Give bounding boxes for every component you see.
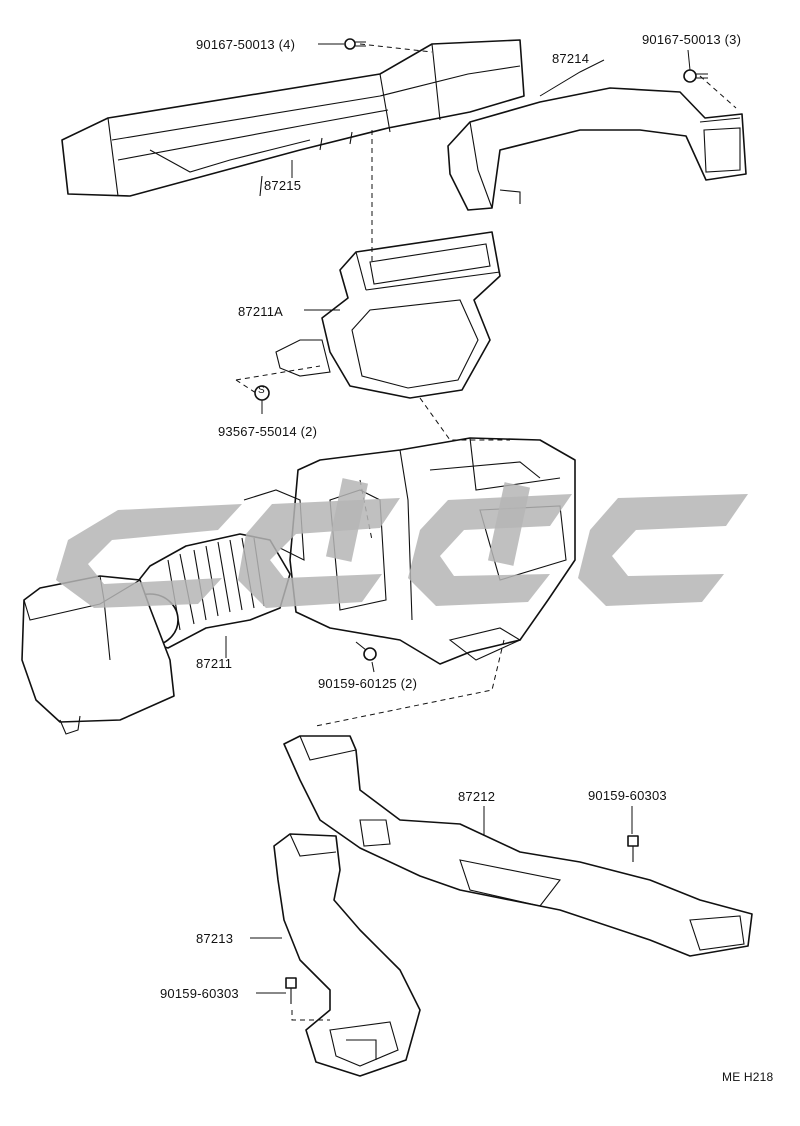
label-87214: 87214	[552, 51, 590, 66]
diagram-code: ME H218	[722, 1070, 774, 1084]
label-87213: 87213	[196, 931, 234, 946]
bolt-right-lower	[627, 835, 639, 862]
label-bolt-90167-left: 90167-50013 (4)	[196, 37, 296, 52]
duct-87213	[273, 833, 421, 1077]
label-87212: 87212	[458, 789, 496, 804]
label-bolt-90159-60303-right: 90159-60303	[588, 788, 667, 803]
leader-lines	[225, 43, 691, 994]
label-bolt-90159-60125: 90159-60125 (2)	[318, 676, 418, 691]
label-bolt-90159-60303-left: 90159-60303	[160, 986, 239, 1001]
label-87211A: 87211A	[238, 304, 284, 319]
bolt-top-right	[683, 69, 708, 83]
clip-mark-s: S	[258, 385, 265, 396]
label-87215: 87215	[264, 178, 302, 193]
label-clip-93567: 93567-55014 (2)	[218, 424, 318, 439]
bolt-top-left	[344, 38, 366, 50]
bolt-mid	[355, 641, 377, 661]
duct-87214	[447, 87, 747, 211]
adapter-87211A	[275, 231, 501, 399]
watermark	[56, 478, 748, 608]
bolt-left-lower	[285, 977, 297, 1004]
duct-87215	[61, 39, 525, 197]
label-87211: 87211	[196, 656, 233, 671]
label-bolt-90167-right: 90167-50013 (3)	[642, 32, 742, 47]
duct-87212	[283, 735, 753, 957]
